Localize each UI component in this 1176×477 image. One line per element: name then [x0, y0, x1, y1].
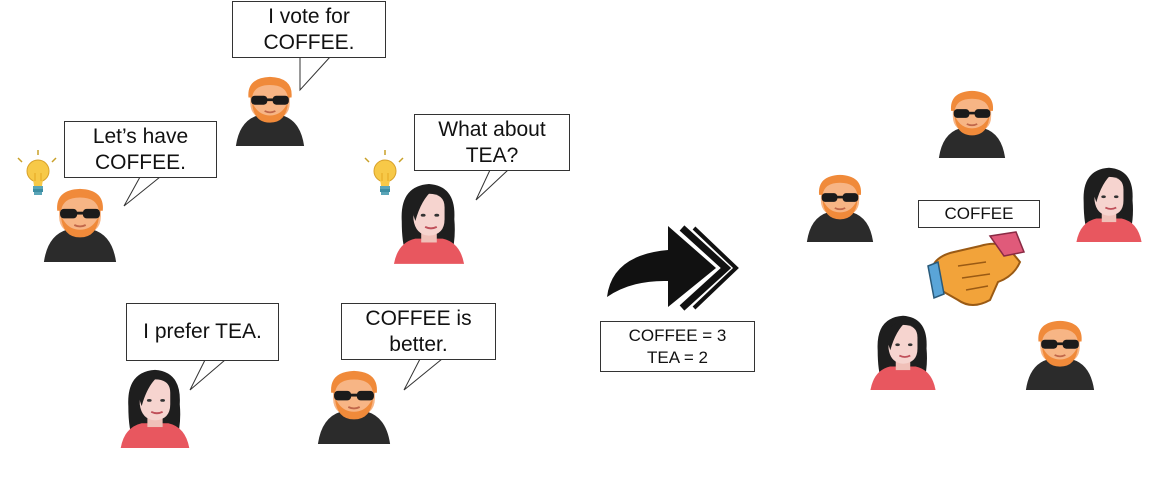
lightbulb-icon	[373, 159, 397, 196]
tail-what-about-tea	[475, 169, 509, 201]
speech-bubble-what-about-tea: What about TEA?	[414, 114, 570, 171]
man-avatar-consensus-bottom	[1024, 320, 1096, 390]
bubble-text-line: better.	[389, 332, 448, 356]
woman-avatar-consensus-bottom	[869, 314, 937, 390]
vote-tally-box: COFFEE = 3 TEA = 2	[600, 321, 755, 372]
speech-bubble-lets-have-coffee: Let’s have COFFEE.	[64, 121, 217, 178]
consensus-label: COFFEE	[944, 203, 1014, 223]
speech-bubble-coffee-better: COFFEE is better.	[341, 303, 496, 360]
tally-line: COFFEE = 3	[628, 326, 727, 346]
bubble-text-line: COFFEE.	[94, 150, 186, 174]
lightbulb-icon	[26, 159, 50, 196]
tail-lets-have-coffee	[123, 176, 161, 207]
tail-coffee-better	[403, 358, 443, 391]
tail-vote-coffee	[299, 56, 331, 92]
bubble-text-line: TEA?	[465, 143, 519, 167]
woman-avatar-bottom	[119, 368, 191, 448]
man-avatar-left	[42, 187, 118, 264]
woman-avatar-right	[392, 183, 466, 264]
bubble-text-line: I prefer TEA.	[143, 320, 262, 344]
tally-line: TEA = 2	[647, 347, 708, 367]
speech-bubble-prefer-tea: I prefer TEA.	[126, 303, 279, 361]
bubble-text-line: I vote for	[268, 5, 350, 29]
bubble-text-line: COFFEE.	[263, 30, 355, 54]
handshake-icon	[927, 231, 1026, 306]
bubble-text-line: Let’s have	[92, 125, 189, 149]
lightbulb-rays	[17, 150, 404, 163]
consensus-result-box: COFFEE	[918, 200, 1040, 228]
bubble-text-line: What about	[438, 118, 546, 142]
speech-bubble-vote-coffee: I vote for COFFEE.	[232, 1, 386, 58]
man-avatar-consensus-top	[937, 90, 1007, 158]
woman-avatar-consensus-right	[1075, 166, 1143, 242]
man-avatar-top	[234, 76, 306, 146]
man-avatar-consensus-left	[805, 174, 875, 242]
curved-arrow-icon	[607, 225, 739, 311]
bubble-text-line: COFFEE is	[365, 307, 472, 331]
man-avatar-bottom	[316, 369, 392, 446]
tail-prefer-tea	[189, 359, 226, 391]
bubble-tails	[123, 56, 509, 391]
